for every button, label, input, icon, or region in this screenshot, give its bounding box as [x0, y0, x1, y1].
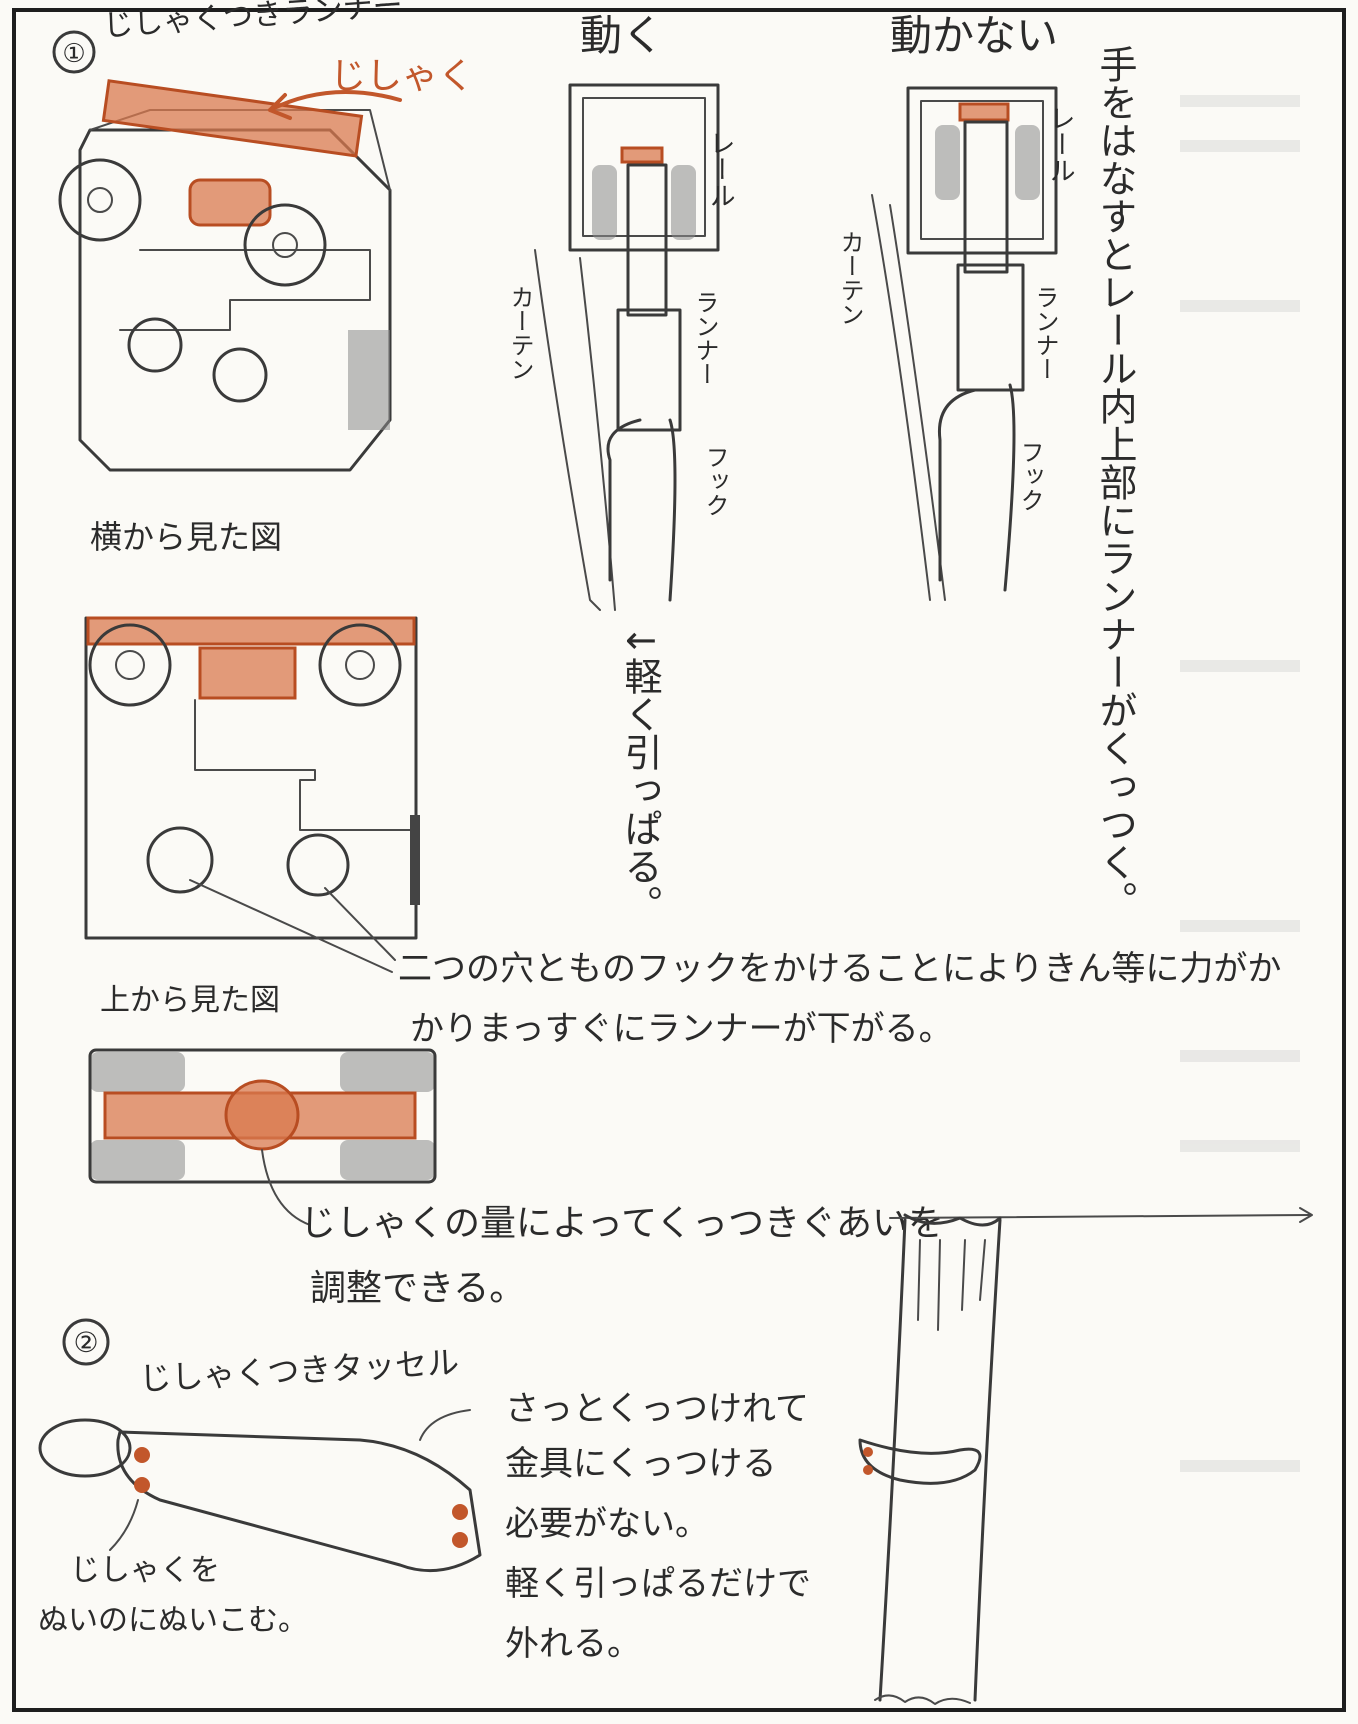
- hole-arrow-2: [324, 887, 396, 961]
- curtain-with-tassel: [858, 1207, 1313, 1705]
- side-magnet-block: [198, 646, 297, 700]
- section2-title: じしゃくつきタッセル: [138, 1343, 460, 1398]
- move-runner-label: ランナー: [691, 290, 719, 386]
- page-border: [12, 8, 1346, 1712]
- nomove-rail-label: レール: [1045, 105, 1075, 183]
- faint-background-text: [1180, 95, 1300, 1472]
- section2-number: ②: [73, 1326, 98, 1359]
- section1-title: じしゃくつきランナー: [102, 0, 404, 44]
- top-magnet-block: [224, 1079, 300, 1151]
- section2-magnet-note-line2: ぬいのにぬいこむ。: [38, 1603, 308, 1638]
- side-magnet-bar: [86, 616, 416, 646]
- runner-side-view: [84, 616, 420, 973]
- tassel-sketch: [38, 1409, 482, 1573]
- section2-note-line5: 外れる。: [505, 1624, 641, 1664]
- nomove-caption: 手をはなすとレール内上部にランナーがくっつく。: [1093, 45, 1137, 919]
- section2-note-line2: 金具にくっつける: [505, 1444, 776, 1484]
- nomove-curtain-label: カーテン: [836, 230, 864, 326]
- move-magnet: [620, 146, 664, 164]
- panel-nomove: 動かない レール カーテン ランナー フック 手をはなすとレール内上部にランナー…: [836, 11, 1137, 919]
- section1-note-line2: かりまっすぐにランナーが下がる。: [410, 1009, 953, 1049]
- magnet-bar: [101, 79, 364, 158]
- section1-number: ①: [62, 39, 85, 69]
- section2-note-line4: 軽く引っぱるだけで: [505, 1564, 811, 1604]
- panel-move-title: 動く: [580, 11, 664, 60]
- move-curtain-label: カーテン: [506, 285, 534, 381]
- panel-nomove-title: 動かない: [890, 11, 1058, 60]
- nomove-runner-label: ランナー: [1031, 285, 1059, 381]
- magnet-block: [188, 178, 272, 227]
- runner-top-view: [88, 1048, 437, 1226]
- magnet-callout: じしゃく: [330, 56, 474, 97]
- section2-note-line3: 必要がない。: [505, 1504, 709, 1544]
- section2-header: ② じしゃくつきタッセル: [62, 1318, 460, 1398]
- section1-note-line1: 二つの穴とものフックをかけることによりきん等に力がか: [398, 949, 1281, 989]
- section2-note-line1: さっとくっつけれて: [505, 1389, 809, 1429]
- side-view-label: 横から見た図: [90, 518, 282, 556]
- move-rail-label: レール: [705, 130, 735, 208]
- hole-arrow-1: [189, 879, 393, 973]
- section1-magnet-note-line2: 調整できる。: [310, 1268, 525, 1309]
- magnet-arrow: [268, 90, 402, 112]
- top-view-label: 上から見た図: [100, 983, 280, 1018]
- panel-move: 動く レール カーテン ランナー フック ↓軽く引っぱる。: [506, 11, 735, 923]
- move-caption: ↓軽く引っぱる。: [618, 625, 662, 923]
- runner-3d-sketch: じしゃく: [58, 56, 474, 472]
- nomove-magnet: [958, 102, 1010, 122]
- section1-magnet-note-line1: じしゃくの量によってくっつきぐあいを: [300, 1203, 944, 1244]
- nomove-hook-label: フック: [1016, 440, 1044, 512]
- move-hook-label: フック: [701, 445, 729, 517]
- section2-magnet-note-line1: じしゃくを: [70, 1553, 220, 1588]
